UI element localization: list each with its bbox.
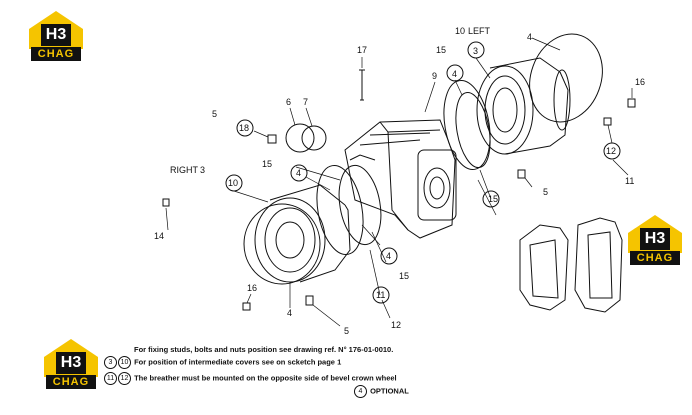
bolts (162, 69, 636, 311)
label-18: 18 (239, 123, 249, 133)
circle-10: 10 (118, 356, 131, 369)
note-optional-text: OPTIONAL (370, 386, 409, 396)
label-4-circle-left: 4 (296, 168, 301, 178)
logo-mark: H3 (56, 352, 86, 374)
seal-rings (285, 80, 491, 255)
note-fixing-studs: For fixing studs, bolts and nuts positio… (134, 345, 394, 354)
label-16-bottom: 16 (247, 283, 257, 293)
label-4-bottom: 4 (287, 308, 292, 318)
circle-4: 4 (354, 385, 367, 398)
logo-right: H3 CHAG (626, 213, 684, 265)
right-housing (243, 184, 351, 285)
circle-3: 3 (104, 356, 117, 369)
label-6: 6 (286, 97, 291, 107)
label-4-top: 4 (527, 32, 532, 42)
label-5-right: 5 (543, 187, 548, 197)
label-15-top: 15 (436, 45, 446, 55)
label-10-left: 10 (228, 178, 238, 188)
note-intermediate-text: For position of intermediate covers see … (134, 357, 342, 367)
label-5-bottom: 5 (344, 326, 349, 336)
label-17: 17 (357, 45, 367, 55)
logo-mark: H3 (640, 228, 670, 250)
logo-text: CHAG (46, 375, 96, 389)
leader-lines (165, 37, 633, 327)
label-4-circle-mid: 4 (386, 251, 391, 261)
part-labels: 17 10 LEFT 3 4 15 4 9 16 5 18 6 7 12 11 … (154, 26, 645, 336)
center-housing (344, 119, 457, 239)
label-11-bottom: 11 (376, 290, 385, 300)
label-3-top: 3 (473, 46, 478, 56)
label-16-top: 16 (635, 77, 645, 87)
label-14: 14 (154, 231, 164, 241)
circle-11: 11 (104, 372, 117, 385)
logo-text: CHAG (630, 251, 680, 265)
label-4-circle-top: 4 (452, 69, 457, 79)
label-5-top: 5 (212, 109, 217, 119)
label-3-left: 3 (200, 165, 205, 175)
logo-top-left: H3 CHAG (27, 9, 85, 61)
callout-circles (225, 41, 621, 304)
logo-mark: H3 (41, 24, 71, 46)
label-7: 7 (303, 97, 308, 107)
label-15-mid: 15 (399, 271, 409, 281)
label-11-right: 11 (625, 176, 634, 186)
label-left: LEFT (468, 26, 491, 36)
label-4-circle-right: 15 (488, 194, 498, 204)
note-optional: 4 OPTIONAL (354, 385, 409, 398)
label-9: 9 (432, 71, 437, 81)
note-breather-text: The breather must be mounted on the oppo… (134, 373, 397, 383)
logo-bottom-left: H3 CHAG (42, 337, 100, 389)
left-housing (476, 33, 603, 155)
label-10-top: 10 (455, 26, 465, 36)
label-right: RIGHT (170, 165, 199, 175)
label-15-left: 15 (262, 159, 272, 169)
label-12-bottom: 12 (391, 320, 401, 330)
logo-text: CHAG (31, 47, 81, 61)
label-12-right: 12 (606, 146, 616, 156)
circle-12: 12 (118, 372, 131, 385)
intermediate-covers (519, 217, 623, 313)
